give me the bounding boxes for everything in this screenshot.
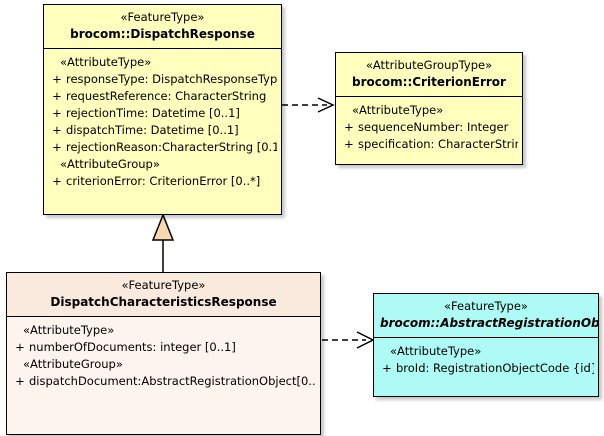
attribute-visibility: + (52, 89, 62, 103)
class-stereotype: «FeatureType» (444, 299, 528, 313)
attribute-label: broId: RegistrationObjectCode {id} (396, 361, 594, 375)
attribute-visibility: + (15, 374, 25, 388)
attribute-row[interactable]: + specification: CharacterString (340, 136, 518, 153)
attribute-label: dispatchDocument:AbstractRegistrationObj… (29, 374, 316, 388)
class-body-abstract-registration-object: «AttributeType» + broId: RegistrationObj… (374, 338, 598, 383)
attribute-visibility: + (344, 120, 354, 134)
dependency-dispatchcharacteristics-to-abstractregistrationobject (322, 331, 375, 349)
attribute-label: rejectionTime: Datetime [0..1] (66, 106, 240, 120)
dependency-dispatchresponse-to-criterionerror (282, 97, 335, 113)
compartment-group-label: «AttributeType» (23, 323, 115, 337)
attribute-visibility: + (344, 137, 354, 151)
attribute-label: sequenceNumber: Integer (358, 120, 509, 134)
attribute-visibility: + (52, 72, 62, 86)
class-name: brocom::DispatchResponse (70, 27, 255, 41)
attribute-label: rejectionReason:CharacterString [0.1] (66, 140, 277, 154)
class-header-dispatch-characteristics-response: «FeatureType» DispatchCharacteristicsRes… (7, 273, 320, 317)
class-body-criterion-error: «AttributeType» + sequenceNumber: Intege… (336, 97, 522, 159)
attribute-row[interactable]: + rejectionReason:CharacterString [0.1] (48, 139, 277, 156)
class-body-dispatch-response: «AttributeType» + responseType: Dispatch… (44, 49, 281, 196)
class-body-dispatch-characteristics-response: «AttributeType» + numberOfDocuments: int… (7, 317, 320, 396)
attribute-label: specification: CharacterString (358, 137, 518, 151)
attribute-visibility: + (52, 123, 62, 137)
attribute-label: responseType: DispatchResponseType (66, 72, 277, 86)
attribute-row[interactable]: + requestReference: CharacterString (48, 88, 277, 105)
attribute-row[interactable]: + sequenceNumber: Integer (340, 119, 518, 136)
class-header-abstract-registration-object: «FeatureType» brocom::AbstractRegistrati… (374, 294, 598, 338)
attribute-visibility: + (52, 106, 62, 120)
attribute-label: dispatchTime: Datetime [0..1] (66, 123, 239, 137)
class-header-criterion-error: «AttributeGroupType» brocom::CriterionEr… (336, 53, 522, 97)
class-stereotype: «AttributeGroupType» (365, 58, 493, 72)
class-stereotype: «FeatureType» (120, 10, 205, 24)
attribute-visibility: + (382, 361, 392, 375)
attribute-row[interactable]: + dispatchDocument:AbstractRegistrationO… (11, 373, 316, 390)
compartment-group-label: «AttributeGroup» (60, 157, 160, 171)
attribute-row[interactable]: + numberOfDocuments: integer [0..1] (11, 339, 316, 356)
compartment-group-label: «AttributeType» (60, 55, 152, 69)
class-stereotype: «FeatureType» (121, 278, 206, 292)
attribute-label: numberOfDocuments: integer [0..1] (29, 340, 236, 354)
attribute-label: criterionError: CriterionError [0..*] (66, 174, 261, 188)
attribute-row[interactable]: + criterionError: CriterionError [0..*] (48, 173, 277, 190)
attribute-visibility: + (52, 174, 62, 188)
class-box-criterion-error[interactable]: «AttributeGroupType» brocom::CriterionEr… (335, 52, 523, 165)
attribute-visibility: + (52, 140, 62, 154)
compartment-group-label: «AttributeGroup» (23, 357, 123, 371)
generalization-dispatchcharacteristics-to-dispatchresponse (151, 212, 175, 272)
class-name: brocom::CriterionError (352, 75, 506, 89)
attribute-row[interactable]: + rejectionTime: Datetime [0..1] (48, 105, 277, 122)
class-header-dispatch-response: «FeatureType» brocom::DispatchResponse (44, 5, 281, 49)
class-name: DispatchCharacteristicsResponse (50, 295, 277, 309)
compartment-group-label: «AttributeType» (390, 344, 482, 358)
class-box-dispatch-characteristics-response[interactable]: «FeatureType» DispatchCharacteristicsRes… (6, 272, 321, 435)
compartment-group-label: «AttributeType» (352, 103, 444, 117)
class-box-abstract-registration-object[interactable]: «FeatureType» brocom::AbstractRegistrati… (373, 293, 599, 397)
attribute-row[interactable]: + responseType: DispatchResponseType (48, 71, 277, 88)
class-name: brocom::AbstractRegistrationObject (380, 316, 599, 330)
attribute-visibility: + (15, 340, 25, 354)
attribute-label: requestReference: CharacterString (66, 89, 267, 103)
class-box-dispatch-response[interactable]: «FeatureType» brocom::DispatchResponse «… (43, 4, 282, 215)
attribute-row[interactable]: + broId: RegistrationObjectCode {id} (378, 360, 594, 377)
attribute-row[interactable]: + dispatchTime: Datetime [0..1] (48, 122, 277, 139)
